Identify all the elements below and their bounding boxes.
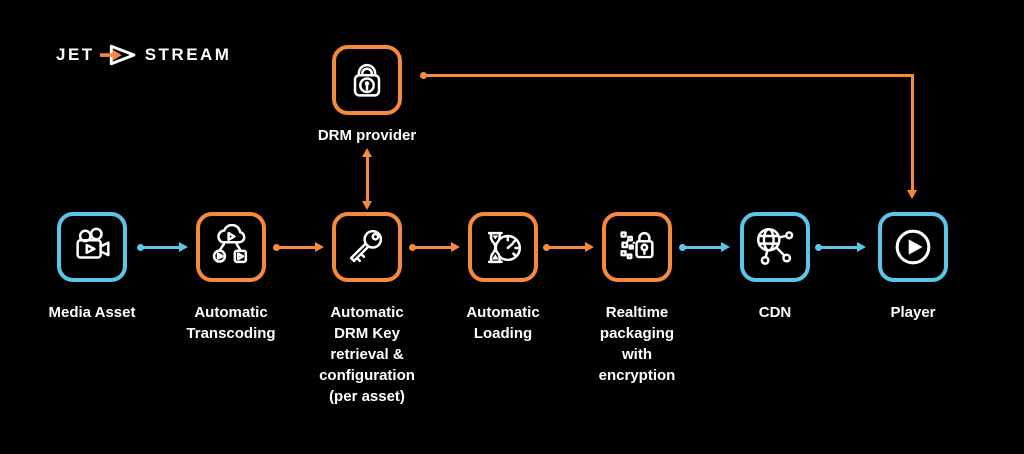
arrow-drmprovider-player-horizontal — [424, 73, 914, 77]
node-realtime-packaging: Realtime packaging with encryption — [599, 212, 675, 384]
arrowhead-right — [585, 241, 594, 252]
arrow-transcoding-to-drmkey — [273, 241, 324, 252]
arrowhead-up — [361, 148, 372, 157]
arrowhead-right — [721, 241, 730, 252]
play-triangle-with-orange-arrow-icon — [99, 44, 136, 66]
logo-text-jet: JET — [56, 45, 95, 64]
arrowhead-down — [907, 189, 917, 199]
globe-network-icon — [756, 228, 794, 265]
arrow-origin-dot — [815, 243, 822, 251]
node-automatic-transcoding: Automatic Transcoding — [186, 212, 276, 342]
jetstream-logo: JET STREAM — [56, 42, 231, 68]
elbow-arrow-origin-dot — [420, 71, 427, 79]
arrow-origin-dot — [679, 243, 686, 251]
transcoding-box — [196, 212, 266, 282]
arrow-loading-to-packaging — [543, 241, 594, 252]
node-label: Automatic Loading — [466, 304, 540, 342]
node-automatic-loading: Automatic Loading — [466, 212, 540, 342]
node-cdn: CDN — [740, 212, 810, 321]
packaging-box — [602, 212, 672, 282]
arrow-packaging-to-cdn — [679, 241, 730, 252]
node-player: Player — [878, 212, 948, 321]
drm-key-box — [332, 212, 402, 282]
play-circle-icon — [895, 229, 931, 265]
node-label: Player — [890, 304, 936, 321]
arrowhead-down — [361, 201, 372, 210]
player-box — [878, 212, 948, 282]
cdn-box — [740, 212, 810, 282]
arrow-drmkey-to-loading — [409, 241, 460, 252]
node-label: Realtime packaging with encryption — [598, 304, 676, 384]
loading-box — [468, 212, 538, 282]
node-label: Automatic DRM Key retrieval & configurat… — [319, 304, 415, 405]
arrow-media-to-transcoding — [137, 241, 188, 252]
logo-text-stream: STREAM — [144, 45, 232, 64]
arrow-cdn-to-player — [815, 241, 866, 252]
drm-provider-box — [332, 45, 402, 115]
node-drm-key: Automatic DRM Key retrieval & configurat… — [319, 212, 415, 405]
arrow-origin-dot — [273, 243, 280, 251]
node-label: CDN — [758, 304, 792, 321]
packaging-encryption-lock-icon — [620, 231, 654, 260]
arrow-origin-dot — [137, 243, 144, 251]
hourglass-clock-icon — [487, 231, 522, 264]
arrow-drmprovider-player-vertical — [907, 73, 917, 199]
padlock-icon — [353, 63, 381, 97]
arrow-origin-dot — [543, 243, 550, 251]
media-asset-box — [57, 212, 127, 282]
drm-provider-label: DRM provider — [317, 127, 417, 144]
arrowhead-right — [857, 241, 866, 252]
cloud-transcoding-icon — [212, 224, 248, 264]
node-drm-provider: DRM provider — [318, 45, 416, 144]
video-camera-icon — [76, 227, 110, 259]
node-media-asset: Media Asset — [49, 212, 135, 321]
arrowhead-right — [315, 241, 324, 252]
arrow-drmkey-drmprovider — [361, 148, 372, 210]
node-label: Media Asset — [48, 304, 136, 321]
arrowhead-right — [179, 241, 188, 252]
key-icon — [349, 229, 383, 263]
arrowhead-right — [451, 241, 460, 252]
node-label: Automatic Transcoding — [186, 304, 276, 342]
arrow-origin-dot — [409, 243, 416, 251]
